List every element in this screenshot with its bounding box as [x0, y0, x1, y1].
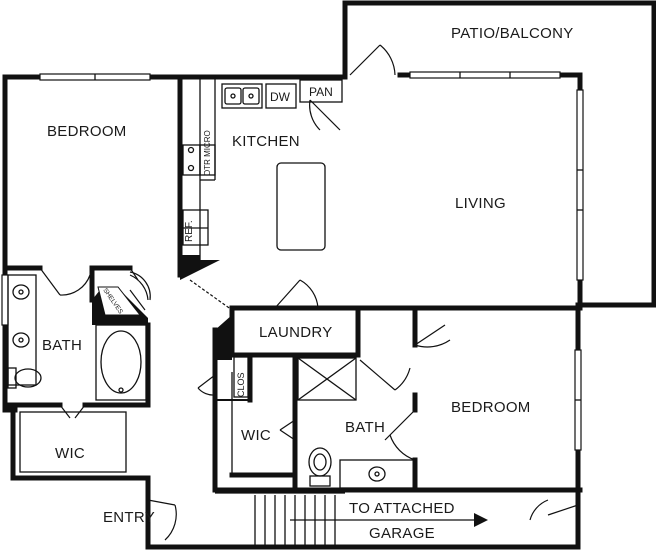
garage-label-line2: GARAGE — [369, 525, 435, 542]
garage-stairs — [215, 492, 345, 547]
bedroom1-label: BEDROOM — [47, 123, 127, 140]
bath1-label: BATH — [42, 337, 82, 354]
kitchen-label: KITCHEN — [232, 133, 300, 150]
otr-micro-label: OTR MICRO — [203, 130, 212, 176]
bath2-fixtures — [231, 357, 416, 489]
garage-label-line1: TO ATTACHED — [349, 500, 455, 517]
door-swings — [39, 44, 579, 541]
laundry-label: LAUNDRY — [259, 324, 333, 341]
pan-label: PAN — [309, 85, 333, 99]
wic1-label: WIC — [55, 445, 85, 462]
windows — [1, 71, 584, 451]
living-label: LIVING — [455, 195, 506, 212]
wic1-shelf-outline — [19, 411, 127, 473]
kitchen-fixtures — [180, 77, 343, 280]
dw-label: DW — [270, 90, 291, 104]
bath1-fixtures — [7, 274, 148, 401]
garage-arrow — [290, 513, 488, 527]
bedroom2-label: BEDROOM — [451, 399, 531, 416]
patio-label: PATIO/BALCONY — [451, 25, 574, 42]
ref-label: REF. — [184, 220, 195, 242]
clos-label: CLOS — [236, 372, 246, 397]
bath2-label: BATH — [345, 419, 385, 436]
entry-label: ENTRY — [103, 509, 155, 526]
wic2-label: WIC — [241, 427, 271, 444]
laundry-fixtures — [215, 315, 249, 398]
